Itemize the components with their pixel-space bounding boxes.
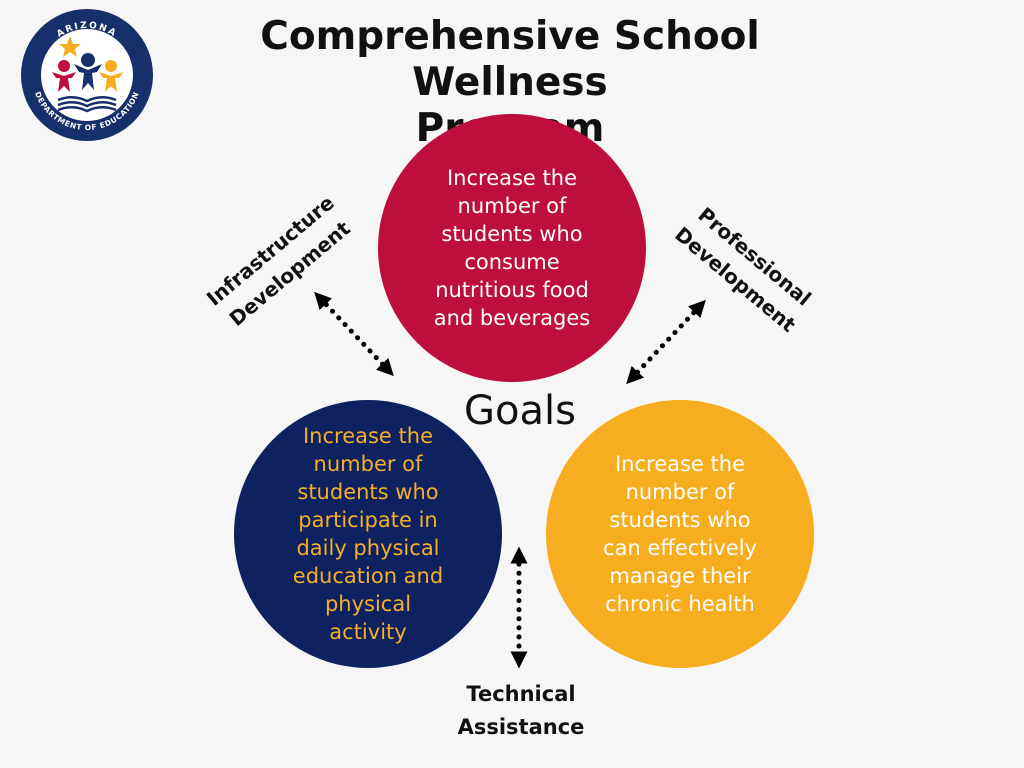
goal-physical-activity-circle: Increase the number of students who part… [234,400,502,668]
goal-nutrition-text: Increase the number of students who cons… [433,166,591,330]
goal-nutrition-circle: Increase the number of students who cons… [378,114,646,382]
child-red-icon [52,72,76,92]
goal-chronic-health-text: Increase the number of students who can … [603,452,757,616]
goal-physical-activity-text: Increase the number of students who part… [292,424,444,644]
infrastructure-arrow [314,291,394,377]
technical-assistance-label: Technical Assistance [457,682,585,739]
professional-arrow [626,299,706,385]
goal-chronic-health-circle: Increase the number of students who can … [546,400,814,668]
child-blue-icon [74,64,102,90]
child-yellow-icon [99,72,123,92]
star-icon [59,36,81,57]
title-line-1: Comprehensive School Wellness [260,14,760,105]
arizona-department-of-education-logo: ARIZONA DEPARTMENT OF EDUCATION [21,9,153,141]
goals-label: Goals [464,388,576,434]
